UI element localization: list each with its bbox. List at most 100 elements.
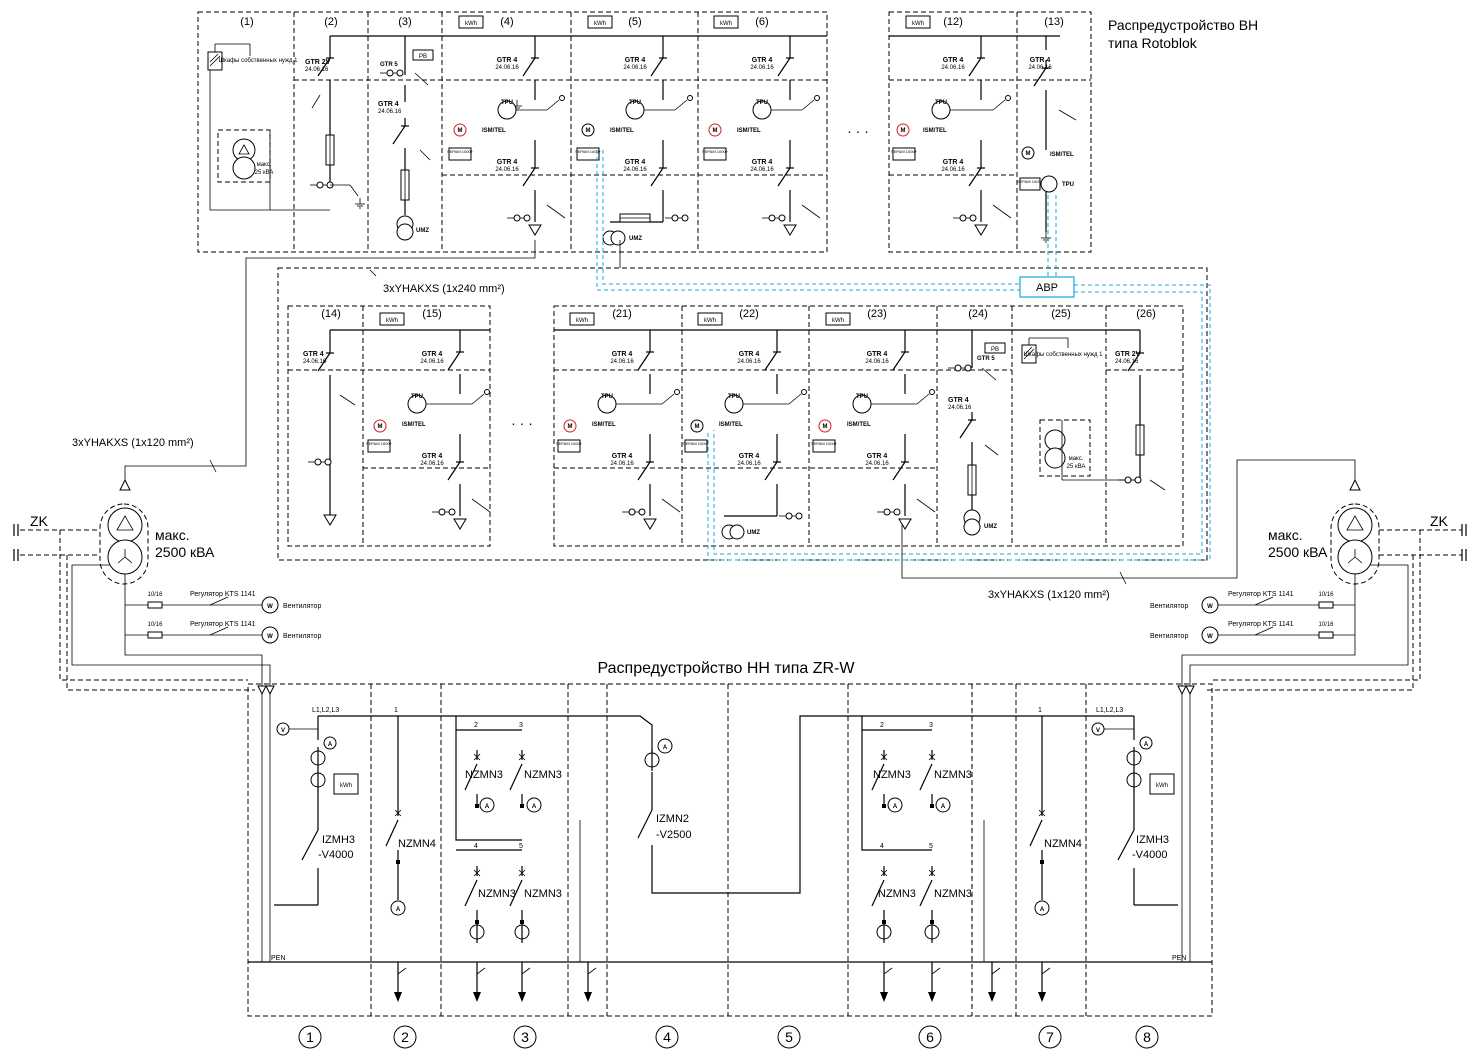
nzmn4-label: NZMN4 [1044, 838, 1082, 850]
gtr4-label: GTR 4 [378, 101, 399, 108]
avr-block [1019, 276, 1075, 298]
motor-icon [453, 123, 467, 137]
ellipsis-lower: · · · [511, 415, 533, 431]
tpu-label: TPU [935, 100, 947, 106]
switch-date: 24.06.16 [1028, 65, 1052, 71]
hv-title-line2: типа Rotoblok [1108, 35, 1198, 51]
ismtel-label: ISM/TEL [847, 422, 871, 428]
transformer-icon [1337, 507, 1373, 543]
transformer-icon [107, 507, 143, 543]
umz-label: UMZ [416, 228, 429, 234]
fan-label: Вентилятор [283, 603, 321, 610]
izmh3-label: IZMH3 [1136, 834, 1169, 846]
hv-panel-feeder-4: GTR 4 24.06.16 TPU ISM/TEL M SEPAM 1000+… [447, 36, 566, 236]
hv-panel-number: (12) [943, 16, 963, 28]
switch-date: 24.06.16 [737, 359, 761, 365]
section-number: 3 [513, 1025, 537, 1049]
fuse-icon [147, 631, 163, 639]
kwh-meter-icon: kWh [587, 15, 613, 29]
bus-label: L1,L2,L3 [1096, 707, 1123, 714]
hv-panel-feeder-12: GTR 4 24.06.16 TPU ISM/TEL M SEPAM 1000+… [891, 36, 1012, 236]
svg-text:M: M [458, 128, 463, 134]
switch-date: 24.06.16 [420, 359, 444, 365]
hv-panel-number: (25) [1051, 308, 1071, 320]
kwh-meter-icon [1149, 773, 1175, 795]
feeder-number: 3 [519, 722, 523, 729]
aux-cabinet-label: Шкафы собственных нужд 1 [1024, 352, 1104, 358]
svg-text:W: W [267, 604, 273, 610]
fuse-label: 10/16 [1318, 592, 1334, 598]
tpu-label: TPU [629, 100, 641, 106]
hv-panel-incomer-14: GTR 4 24.06.16 [303, 330, 356, 526]
switch-date: 24.06.16 [610, 461, 634, 467]
feeder-number: 4 [474, 843, 478, 850]
gtr2v-label: GTR 2V [1115, 351, 1141, 358]
switch-date: 24.06.16 [865, 359, 889, 365]
hv-upper-frame-left [197, 11, 828, 253]
motor-icon [563, 419, 577, 433]
svg-text:SEPAM 1000+: SEPAM 1000+ [891, 149, 918, 154]
lv-feeders-nzmn3-left: 2 3 4 5 NZMN3 NZMN3 NZMN3 NZMN3 [455, 716, 597, 1003]
hv-panel-feeder-21: GTR 4 24.06.16 TPU ISM/TEL M SEPAM 1000+… [556, 330, 681, 530]
gtr4-label: GTR 4 [612, 351, 633, 358]
section-number: 8 [1135, 1025, 1159, 1049]
kwh-meter-icon: kWh [697, 312, 723, 326]
svg-text:W: W [267, 634, 273, 640]
hv-title-line1: Распредустройство ВН [1108, 17, 1258, 33]
fuse-label: 10/16 [147, 622, 163, 628]
gtr4-label: GTR 4 [422, 453, 443, 460]
svg-text:7: 7 [1046, 1029, 1054, 1045]
hv-panel-number: (13) [1044, 16, 1064, 28]
svg-text:M: M [713, 128, 718, 134]
switch-date: 24.06.16 [750, 65, 774, 71]
svg-text:3: 3 [521, 1029, 529, 1045]
motor-icon [373, 419, 387, 433]
motor-icon [690, 419, 704, 433]
gtr4-label: GTR 4 [303, 351, 324, 358]
regulator-label: Регулятор KTS 1141 [190, 621, 256, 628]
umz-label: UMZ [984, 524, 997, 530]
tpu-label: TPU [1062, 182, 1074, 188]
hv-panel-feeder-22: GTR 4 24.06.16 TPU ISM/TEL M SEPAM 1000+… [683, 330, 807, 540]
fan-label: Вентилятор [283, 633, 321, 640]
gtr4-label: GTR 4 [612, 453, 633, 460]
aux-kva-label: 25 кВА [255, 170, 274, 176]
fuse-label: 10/16 [147, 592, 163, 598]
switch-date: 24.06.16 [737, 461, 761, 467]
hv-upper-switchgear: (1) (2) (3) (4) (5) (6) (12) (13) kWh kW… [197, 11, 1092, 253]
transformer-right: макс. 2500 кВА ZK 10/16 10/16 Регулятор … [1150, 478, 1467, 691]
svg-text:M: M [568, 424, 573, 430]
switch-date: 24.06.16 [865, 461, 889, 467]
cable-120-right-label: 3xYHAKXS (1x120 mm²) [988, 589, 1110, 601]
pen-label: PEN [271, 955, 285, 962]
current-transformer-icon [1126, 746, 1142, 770]
gtr4-label: GTR 4 [739, 453, 760, 460]
svg-text:SEPAM 1000+: SEPAM 1000+ [447, 149, 474, 154]
rb-label: РВ [419, 54, 427, 60]
svg-text:4: 4 [663, 1029, 671, 1045]
gtr4-label: GTR 4 [752, 57, 773, 64]
sepam-relay-icon [576, 147, 600, 161]
switch-date: 24.06.16 [750, 167, 774, 173]
lv-bus-coupler: IZMN2 -V2500 [637, 738, 691, 841]
gtr2v-label: GTR 2V [305, 59, 331, 66]
nzmn3-label: NZMN3 [524, 769, 562, 781]
kwh-meter-icon: kWh [458, 15, 484, 29]
svg-text:SEPAM 1000+: SEPAM 1000+ [366, 441, 393, 446]
hv-panel-feeder-15: GTR 4 24.06.16 TPU ISM/TEL M SEPAM 1000+… [366, 330, 491, 530]
v4000-label: -V4000 [318, 849, 353, 861]
feeder-number: 4 [880, 843, 884, 850]
ammeter-icon [935, 797, 951, 813]
hv-panel-aux-supply: Шкафы собственных нужд 1 макс. 25 кВА [207, 43, 330, 211]
svg-text:kWh: kWh [720, 21, 732, 27]
izmn2-label: IZMN2 [656, 813, 689, 825]
sepam-relay-icon [1019, 177, 1041, 191]
sepam-relay-icon [448, 147, 472, 161]
gtr4-label: GTR 4 [625, 57, 646, 64]
gtr4-label: GTR 4 [943, 57, 964, 64]
lv-title: Распредустройство НН типа ZR-W [598, 660, 856, 677]
ammeter-icon [1034, 900, 1050, 916]
umz-label: UMZ [629, 236, 642, 242]
nzmn3-label: NZMN3 [524, 888, 562, 900]
switch-date: 24.06.16 [495, 65, 519, 71]
